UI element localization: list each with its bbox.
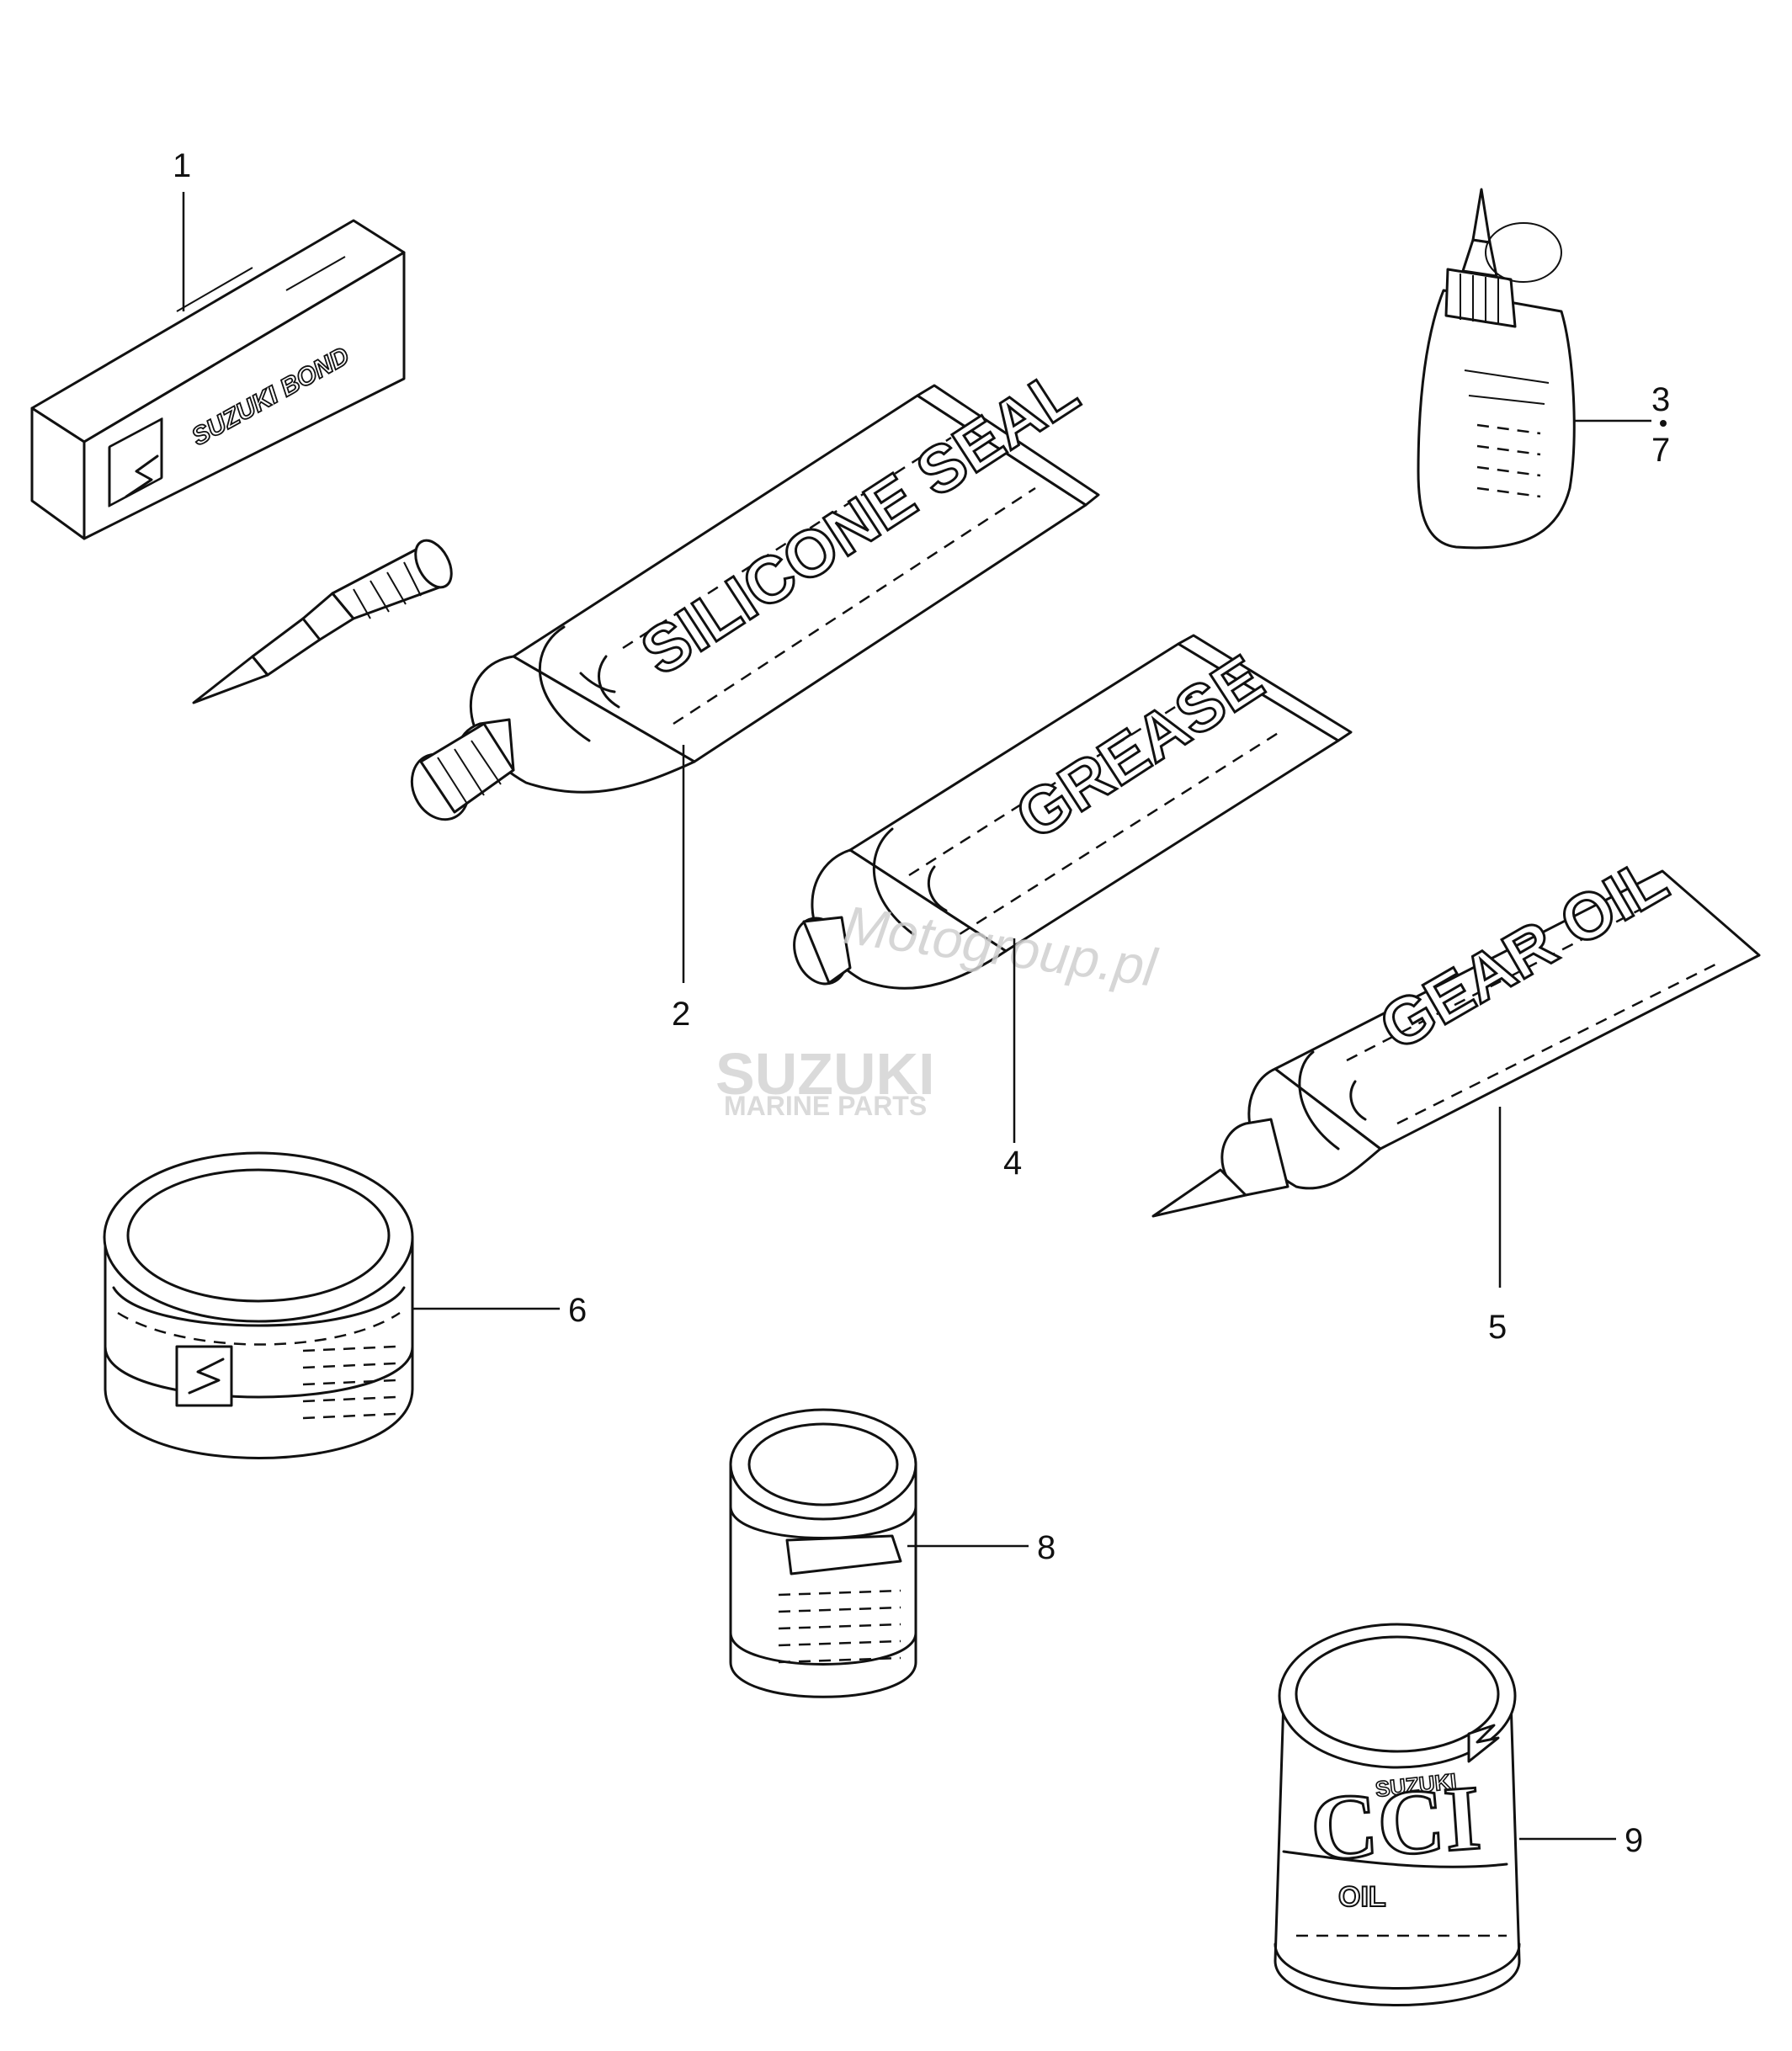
callouts: 1 2 3 7 4 5 6 8 9: [173, 147, 1670, 1859]
callout-2: 2: [672, 996, 690, 1033]
callout-5: 5: [1488, 1309, 1507, 1346]
small-can: [729, 1408, 917, 1698]
callout-1: 1: [173, 147, 191, 184]
callout-4: 4: [1003, 1145, 1022, 1182]
gear-oil-tube: GEAR OIL: [1151, 841, 1761, 1218]
large-can: [103, 1151, 414, 1459]
suzuki-bond-box: SUZUKI BOND: [30, 219, 406, 540]
callout-6: 6: [568, 1292, 587, 1329]
suzuki-logo-icon: [175, 1345, 233, 1407]
silicone-seal-tube: SILICONE SEAL: [410, 352, 1100, 821]
callout-7: 7: [1651, 432, 1670, 469]
oil-bottle: [1417, 188, 1576, 550]
callout-separator-dot: [1660, 420, 1667, 427]
watermark: Motogroup.pl SUZUKI MARINE PARTS: [715, 895, 1162, 1121]
callout-3: 3: [1651, 381, 1670, 418]
small-can-label-lines: [778, 1589, 901, 1664]
leader-lines: [182, 192, 1651, 1841]
can-oil-label: OIL: [1338, 1881, 1386, 1913]
suzuki-logo-icon: [108, 417, 163, 507]
watermark-brand: SUZUKI: [715, 1041, 935, 1107]
suzuki-logo-icon: [1467, 1724, 1500, 1763]
cci-oil-can: SUZUKI CCI OIL: [1274, 1623, 1521, 2006]
bond-nozzle: [192, 539, 453, 704]
watermark-tagline: MARINE PARTS: [724, 1091, 927, 1121]
callout-9: 9: [1624, 1822, 1643, 1859]
can-main-label: CCI: [1307, 1766, 1484, 1880]
can-label-lines: [302, 1345, 396, 1420]
callout-8: 8: [1037, 1529, 1056, 1566]
